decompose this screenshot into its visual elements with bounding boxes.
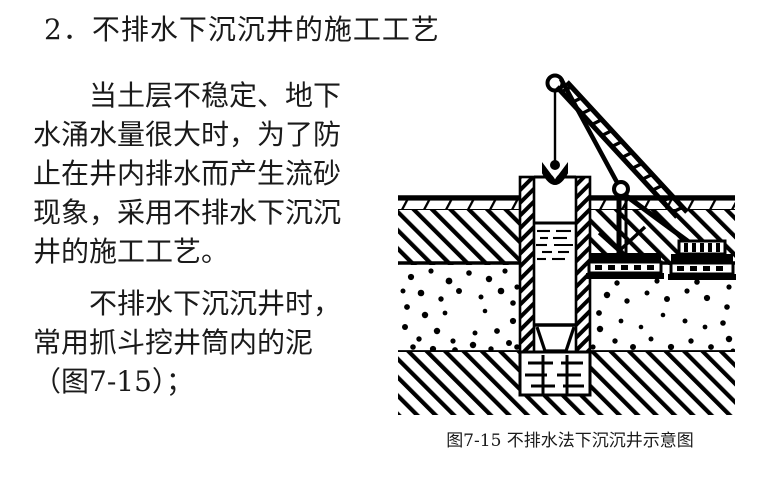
page-title: 2．不排水下沉沉井的施工工艺: [44, 13, 440, 46]
caisson-cutting-edge: [535, 326, 576, 353]
crane-base: [586, 253, 664, 279]
figure-diagram: [385, 55, 755, 415]
mast-brace-right: [617, 225, 647, 253]
clamshell-grab: [542, 160, 568, 185]
caisson-sinking-schematic: [398, 73, 736, 415]
boom-pendant: [559, 77, 621, 188]
figure-caption: 图7-15 不排水法下沉沉井示意图: [446, 431, 694, 451]
fill-layer-left: [398, 197, 520, 265]
caisson-shaft: [518, 175, 592, 397]
mast-brace-left: [597, 231, 621, 253]
caisson-embedded-foot: [518, 350, 592, 397]
paragraph-2: 不排水下沉沉井时，常用抓斗挖井筒内的泥（图7-15）；: [33, 287, 342, 398]
paragraph-1: 当土层不稳定、地下水涌水量很大时，为了防止在井内排水而产生流砂现象，采用不排水下…: [33, 79, 342, 268]
rear-stay: [623, 192, 699, 251]
water-level: [534, 221, 576, 261]
crawler-crane: [545, 73, 736, 280]
body-text-column: 当土层不稳定、地下水涌水量很大时，为了防止在井内排水而产生流砂现象，采用不排水下…: [33, 76, 363, 401]
auxiliary-machine: [668, 239, 736, 280]
